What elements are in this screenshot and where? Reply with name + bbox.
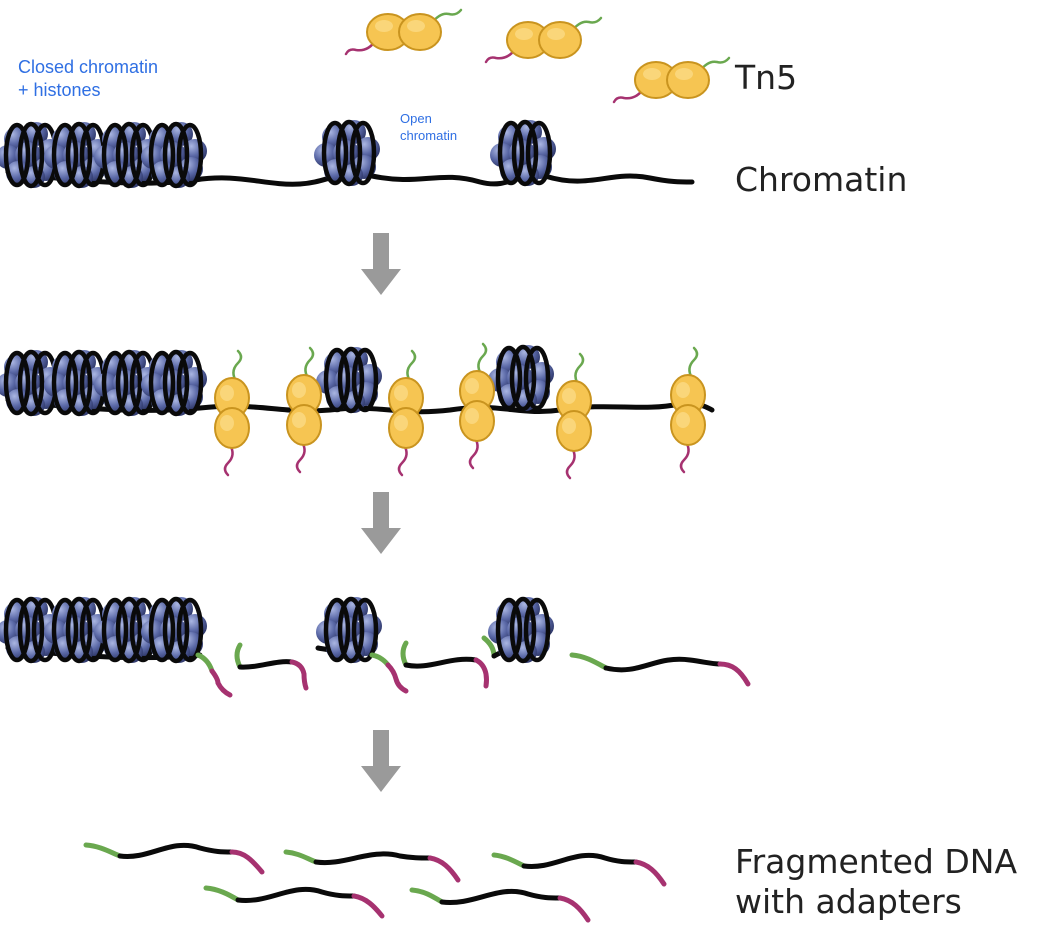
row-chromatin [0,8,731,188]
tn5-dimer-icon [555,352,593,480]
chromatin-label: Chromatin [735,160,908,199]
tn5-dimer-icon [213,349,251,477]
closed-chromatin-label-line1: Closed chromatin [18,57,159,77]
open-chromatin-label: Open chromatin [400,110,457,144]
tn5-dimer-icon [344,8,463,56]
row-fragments [83,842,667,923]
dna-fragment [83,842,265,875]
nucleosome-icon [314,120,380,186]
dna-fragment [283,849,461,883]
tn5-dimer-icon [285,346,323,474]
tn5-dimer-icon [458,342,496,470]
open-chromatin-label-line2: chromatin [400,128,458,143]
tn5-dimer-icon [612,56,731,104]
tn5-label: Tn5 [735,58,798,97]
down-arrow-icon [361,233,401,295]
tn5-dimer-icon [669,346,707,474]
tn5-dimer-icon [387,349,425,477]
nucleosome-icon [490,120,556,186]
fragmented-dna-label-line2: with adapters [735,882,962,921]
closed-chromatin-label: Closed chromatin + histones [18,56,158,102]
fragmented-dna-label-line1: Fragmented DNA [735,842,1018,881]
dna-fragment [491,852,667,887]
fragmented-dna-label: Fragmented DNA with adapters [735,842,1017,922]
down-arrow-icon [361,730,401,792]
nucleosome-icon [316,347,382,413]
tn5-dimer-icon [484,16,603,64]
down-arrow-icon [361,492,401,554]
open-chromatin-label-line1: Open [400,111,432,126]
dna-fragment [409,887,591,923]
row-tn5-bound [0,342,715,480]
dna-fragment [203,885,385,919]
row-tagmentation [0,597,751,698]
closed-chromatin-label-line2: + histones [18,80,101,100]
nucleosome-icon [488,345,554,411]
